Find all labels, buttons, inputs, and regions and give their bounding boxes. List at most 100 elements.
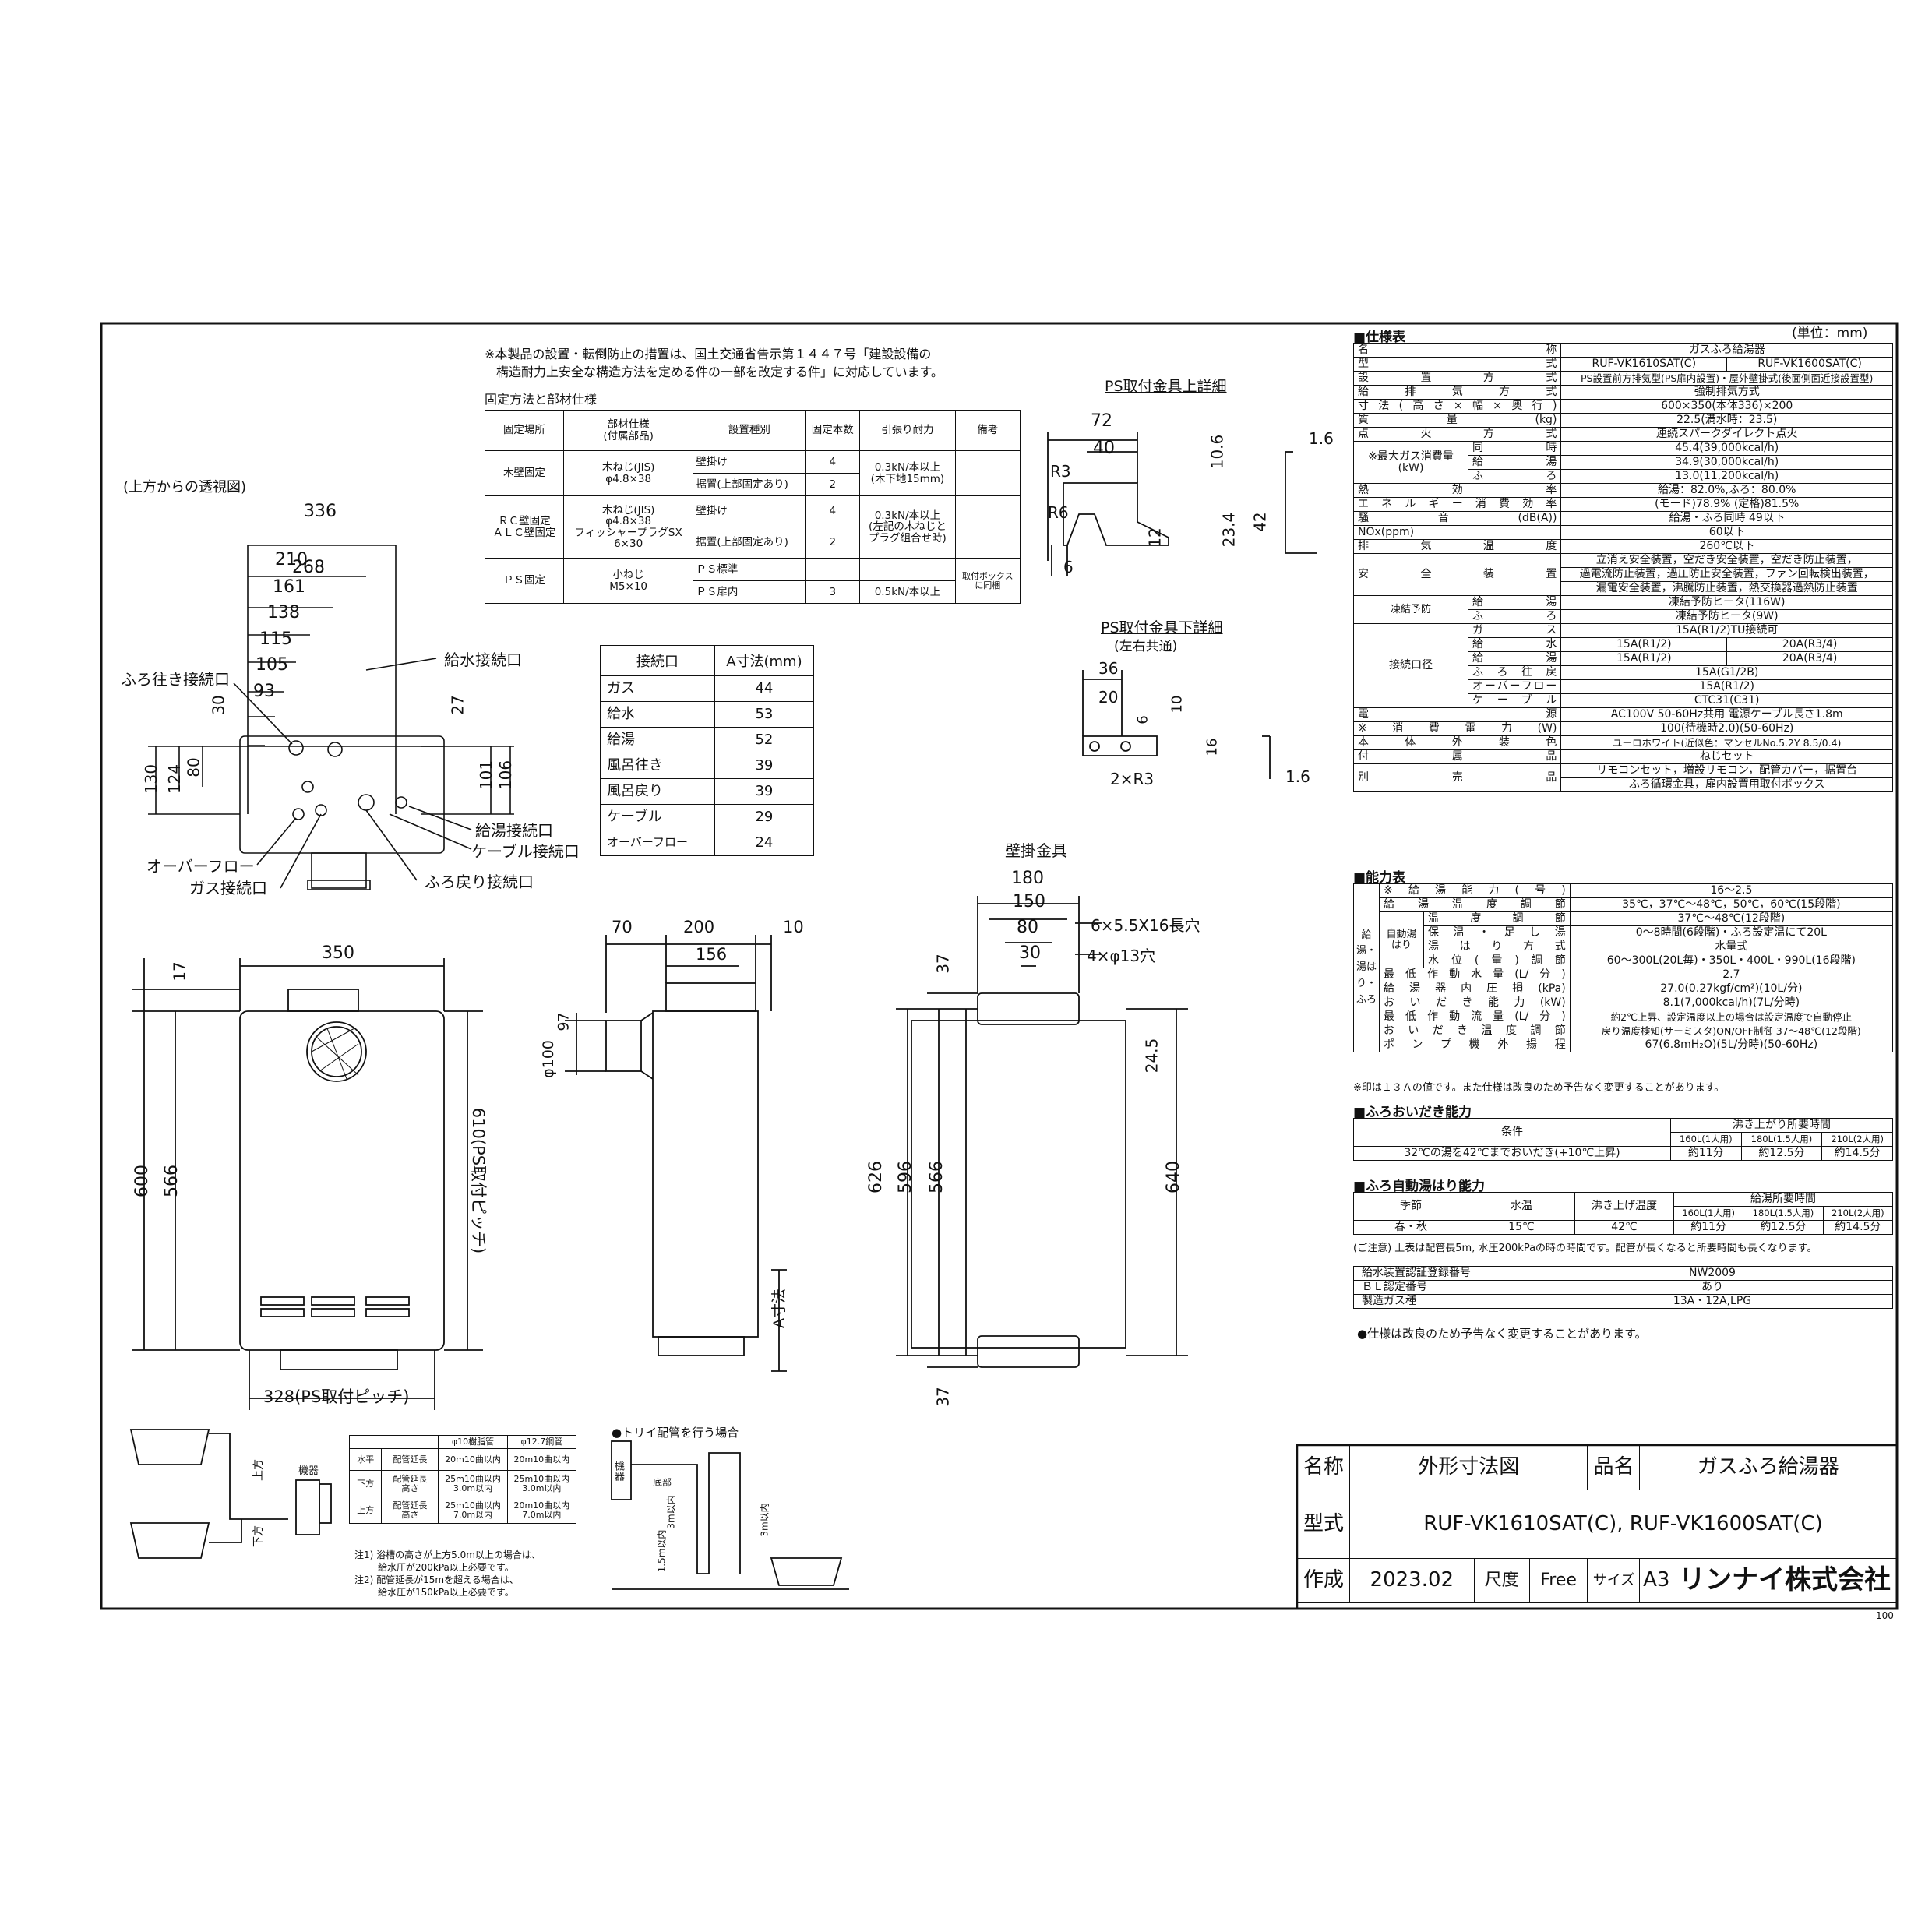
perf-v9: 約2℃上昇、設定温度以上の場合は設定温度で自動停止	[1569, 1010, 1894, 1024]
conn-r5-val: 29	[714, 804, 815, 830]
perf-k8: おいだき能力(kW)	[1379, 996, 1571, 1010]
fix-r1c3: 2	[805, 473, 861, 496]
spec-conn-k3: ふろ往戻	[1467, 665, 1562, 680]
spec-install-v: PS設置前方排気型(PS扉内設置)・屋外壁掛式(後面側面近接設置型)	[1560, 371, 1893, 386]
spec-color-v: ユーロホワイト(近似色：マンセルNo.5.2Y 8.5/0.4)	[1560, 735, 1893, 750]
spec-size-k: 寸法(高さ×幅×奥行)	[1352, 399, 1562, 414]
perf-v4: 水量式	[1569, 940, 1894, 954]
dim-161: 161	[273, 577, 305, 597]
perf-note: ※印は１３Ａの値です。また仕様は改良のため予告なく変更することがあります。	[1353, 1082, 1725, 1094]
fix-r5c3: 3	[805, 580, 861, 604]
spec-freeze-k1: ふろ	[1467, 609, 1562, 624]
conn-r0-val: 44	[714, 675, 815, 702]
dim-336: 336	[304, 502, 337, 521]
spec-conn-v5: CTC31(C31)	[1560, 693, 1893, 708]
spec-gas-v2: 13.0(11,200kcal/h)	[1560, 469, 1893, 484]
fix-r5c4: 0.5kN/本以上	[859, 580, 956, 604]
dim-80: 80	[184, 757, 203, 777]
oidaki-c1: 180L(1.5人用)	[1740, 1132, 1823, 1147]
conn-r3-val: 39	[714, 753, 815, 779]
ps-lower-sub: (左右共通)	[1114, 639, 1178, 654]
perf-v6: 2.7	[1569, 968, 1894, 982]
psu-1.6: 1.6	[1309, 429, 1334, 448]
conn-r0-name: ガス	[600, 675, 715, 702]
cert-v1: あり	[1532, 1280, 1893, 1295]
pipe-r0c1: 配管延長	[381, 1448, 439, 1471]
fix-h1: 部材仕様 (付属部品)	[562, 410, 694, 451]
wall-626: 626	[866, 1161, 886, 1193]
psl-10: 10	[1169, 695, 1186, 714]
tb-prod-label: 品名	[1587, 1445, 1641, 1490]
trap-3m-b: 3m以内	[759, 1503, 770, 1537]
spec-freeze-v0: 凍結予防ヒータ(116W)	[1560, 595, 1893, 610]
conn-r4-val: 39	[714, 778, 815, 805]
front-566: 566	[162, 1165, 182, 1197]
ps-upper-bracket	[1047, 432, 1317, 576]
spec-model-b: 式	[1546, 358, 1557, 371]
side-97: 97	[555, 1012, 573, 1031]
conn-r2-name: 給湯	[600, 727, 715, 753]
trap-bottom: 底部	[653, 1477, 672, 1488]
wall-80: 80	[1017, 918, 1038, 937]
fix-r4c3	[805, 558, 861, 581]
oidaki-c0: 160L(1人用)	[1670, 1132, 1742, 1147]
sheet-border	[100, 322, 1899, 1610]
wall-37-top: 37	[933, 954, 953, 974]
spec-model-a: 型	[1358, 358, 1456, 371]
spec-ext-v: 260℃以下	[1560, 539, 1893, 554]
dim-106: 106	[496, 760, 516, 791]
fix-h0: 固定場所	[485, 410, 564, 451]
trap-unit: 機器	[612, 1461, 624, 1481]
fix-r2c5	[954, 495, 1021, 559]
perf-k9: 最低作動流量(L/分)	[1379, 1010, 1571, 1024]
perf-v3: 0～8時間(6段階)・ふろ設定温にて20L	[1569, 925, 1894, 940]
spec-color-k: 本体外装色	[1352, 735, 1562, 750]
perf-k5: 水位(量)調節	[1423, 954, 1571, 968]
conn-r5-name: ケーブル	[600, 804, 715, 830]
fix-r0c1: 木ねじ(JIS) φ4.8×38	[562, 450, 694, 496]
oidaki-cond: 32℃の湯を42℃までおいだき(+10℃上昇)	[1353, 1146, 1671, 1161]
psu-23.4: 23.4	[1219, 512, 1239, 548]
ps-lower-bracket	[1082, 670, 1271, 779]
pipe-r1c3: 25m10曲以内 3.0m以内	[506, 1470, 577, 1497]
pipe-r1c2: 25m10曲以内 3.0m以内	[438, 1470, 508, 1497]
fix-r3c2: 据置(上部固定あり)	[693, 527, 806, 559]
auto-h0: 季節	[1353, 1192, 1468, 1221]
front-view	[132, 958, 483, 1410]
psu-42: 42	[1250, 512, 1270, 532]
spec-acc-v: ねじセット	[1560, 749, 1893, 764]
fix-r2c0: ＲＣ壁固定 ＡＬＣ壁固定	[485, 495, 564, 559]
label-gas: ガス接続口	[189, 879, 267, 897]
conn-r1-val: 53	[714, 701, 815, 728]
auto-h1: 水温	[1468, 1192, 1575, 1221]
conn-r6-name: オーバーフロー	[600, 830, 715, 856]
top-view	[148, 545, 514, 890]
pipe-h0	[348, 1435, 439, 1449]
side-10: 10	[783, 918, 804, 936]
fix-r2c3: 4	[805, 495, 861, 527]
perf-k11: ポンプ機外揚程	[1379, 1038, 1571, 1052]
perf-v11: 67(6.8mH₂O)(5L/分時)(50-60Hz)	[1569, 1038, 1894, 1052]
fix-r0c5	[954, 450, 1021, 496]
wall-title: 壁掛金具	[1005, 841, 1067, 860]
spec-model-v2: RUF-VK1600SAT(C)	[1726, 357, 1893, 372]
auto-note: (ご注意) 上表は配管長5m, 水圧200kPaの時の時間です。配管が長くなると…	[1353, 1243, 1817, 1254]
spec-nox-v: 60以下	[1560, 525, 1893, 540]
spec-size-v: 600×350(本体336)×200	[1560, 399, 1893, 414]
spec-mass-k: 質量(kg)	[1352, 413, 1562, 428]
auto-table: 季節水温沸き上げ温度給湯所要時間 160L(1人用)180L(1.5人用)210…	[1353, 1192, 1894, 1235]
spec-gas-k1: 給湯	[1467, 455, 1562, 470]
tb-name-value: 外形寸法図	[1349, 1445, 1588, 1490]
spec-mass-v: 22.5(満水時：23.5)	[1560, 413, 1893, 428]
spec-gas-k0: 同時	[1467, 441, 1562, 456]
dim-30: 30	[209, 695, 228, 715]
psu-r3: R3	[1050, 462, 1071, 481]
fix-r0c4: 0.3kN/本以上 (木下地15mm)	[859, 450, 956, 496]
trap-1.5m: 1.5m以内	[656, 1529, 668, 1573]
spec-ign-v: 連続スパークダイレクト点火	[1560, 427, 1893, 442]
cert-k1: ＢＬ認定番号	[1353, 1280, 1532, 1295]
note-line-2: 構造耐力上安全な構造方法を定める件の一部を改定する件」に対応しています。	[496, 365, 943, 379]
tb-model-value: RUF-VK1610SAT(C), RUF-VK1600SAT(C)	[1349, 1490, 1897, 1559]
pipe-label-unit: 機器	[298, 1465, 319, 1477]
